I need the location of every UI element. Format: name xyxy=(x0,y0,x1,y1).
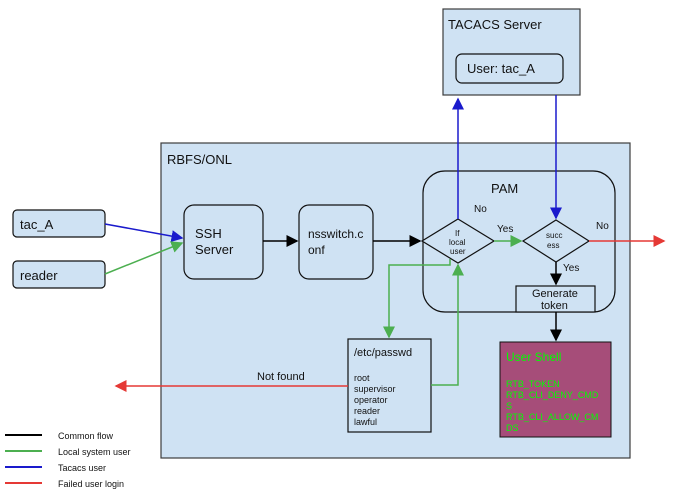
input-tac-a: tac_A xyxy=(12,209,106,238)
legend-label-tacacs: Tacacs user xyxy=(58,463,106,473)
nsswitch-box: nsswitch.c onf xyxy=(298,204,374,280)
etc-passwd-box: /etc/passwd root supervisor operator rea… xyxy=(347,338,432,433)
decision-local-line2: local xyxy=(449,238,466,247)
arrow-passwd-to-decision xyxy=(431,263,464,386)
input-reader-label: reader xyxy=(20,268,58,283)
label-no-top: No xyxy=(474,204,487,215)
generate-token-line1: Generate xyxy=(532,288,578,300)
tacacs-server-title: TACACS Server xyxy=(448,17,542,32)
passwd-entry-lawful: lawful xyxy=(354,417,377,427)
arrow-reader-to-ssh xyxy=(104,241,184,275)
decision-success-line1: succ xyxy=(546,231,562,240)
nsswitch-line1: nsswitch.c xyxy=(308,227,363,241)
passwd-title: /etc/passwd xyxy=(354,347,412,359)
legend-label-failed: Failed user login xyxy=(58,479,124,489)
rbfs-title: RBFS/ONL xyxy=(167,152,232,167)
label-yes-mid: Yes xyxy=(497,224,513,235)
input-reader: reader xyxy=(12,260,106,289)
user-shell-box: User Shell RTB_TOKEN RTB_CLI_DENY_CMD S … xyxy=(499,341,612,438)
passwd-entry-root: root xyxy=(354,373,370,383)
arrow-decision-to-passwd xyxy=(383,259,451,339)
user-shell-line4: RTB_CLI_ALLOW_CM xyxy=(506,412,598,422)
decision-success-line2: ess xyxy=(547,241,559,250)
ssh-line1: SSH xyxy=(195,226,222,241)
label-no-right: No xyxy=(596,221,609,232)
nsswitch-line2: onf xyxy=(308,243,325,257)
generate-token-box: Generate token xyxy=(515,285,596,313)
decision-local-line3: user xyxy=(450,247,466,256)
decision-success: succ ess xyxy=(521,219,591,263)
user-shell-line3: S xyxy=(506,401,512,411)
user-shell-line2: RTB_CLI_DENY_CMD xyxy=(506,390,599,400)
legend: Common flow Local system user Tacacs use… xyxy=(5,431,131,489)
generate-token-line2: token xyxy=(541,300,568,312)
user-shell-line1: RTB_TOKEN xyxy=(506,379,560,389)
input-tac-a-label: tac_A xyxy=(20,217,54,232)
ssh-server-box: SSH Server xyxy=(183,204,264,280)
ssh-line2: Server xyxy=(195,242,234,257)
passwd-entry-operator: operator xyxy=(354,395,388,405)
user-shell-title: User Shell xyxy=(506,350,561,364)
decision-local-user: If local user xyxy=(420,218,496,264)
arrow-tac-a-to-ssh xyxy=(104,223,184,243)
legend-label-local: Local system user xyxy=(58,447,131,457)
pam-title: PAM xyxy=(491,181,518,196)
passwd-entry-reader: reader xyxy=(354,406,380,416)
decision-local-line1: If xyxy=(455,229,460,238)
tacacs-server-box: TACACS Server User: tac_A xyxy=(442,8,581,96)
tacacs-user-label: User: tac_A xyxy=(467,61,535,76)
label-not-found: Not found xyxy=(257,371,305,383)
passwd-entry-supervisor: supervisor xyxy=(354,384,396,394)
user-shell-line5: DS xyxy=(506,423,519,433)
label-yes-bottom: Yes xyxy=(563,263,579,274)
legend-label-common: Common flow xyxy=(58,431,114,441)
